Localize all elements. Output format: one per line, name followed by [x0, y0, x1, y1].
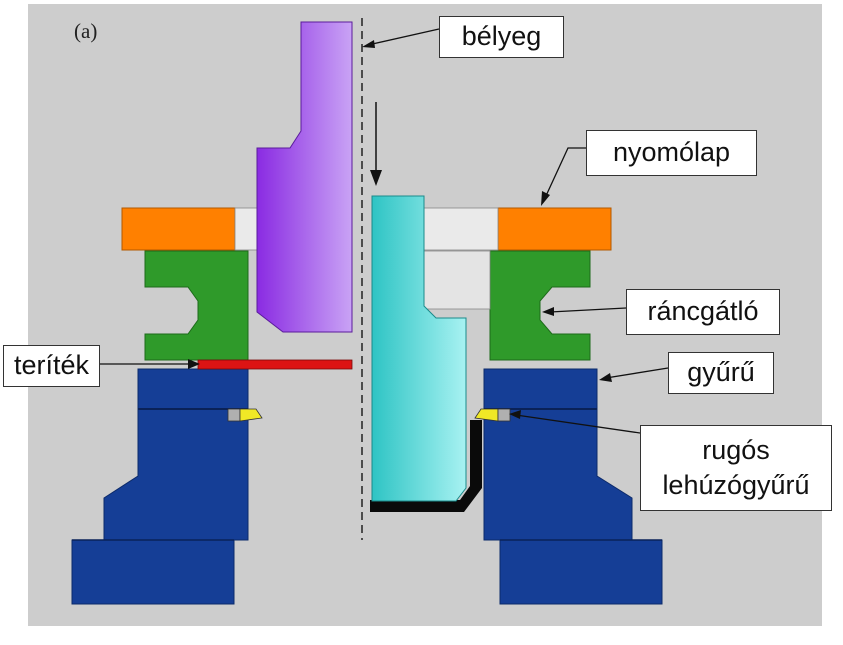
label-stripper-ring: rugós lehúzógyűrű — [640, 425, 832, 511]
left-die-ring — [71, 368, 249, 605]
arrowhead-punch — [362, 40, 375, 48]
leader-lines — [100, 28, 669, 434]
motion-arrow-head — [370, 170, 382, 186]
label-blank-holder: ráncgátló — [626, 289, 780, 335]
right-blank-holder — [489, 250, 591, 361]
left-pressure-plate — [121, 207, 236, 251]
right-gap-mid — [423, 250, 491, 310]
label-stripper-ring-line2: lehúzógyűrű — [662, 470, 810, 500]
leader-stripper-ring — [515, 414, 641, 434]
left-stripper-ring — [239, 408, 263, 422]
drawn-part-outline — [370, 420, 482, 512]
leader-arrowheads — [188, 40, 612, 419]
arrowhead-blank-holder — [542, 307, 554, 316]
leader-punch — [367, 28, 440, 46]
arrowhead-ring — [599, 373, 612, 382]
leader-ring — [605, 367, 669, 379]
panel-letter: (a) — [74, 19, 98, 43]
label-blank: teríték — [3, 345, 100, 387]
left-gap-upper — [234, 207, 258, 251]
label-punch: bélyeg — [439, 16, 564, 58]
arrowhead-pressure-plate — [541, 191, 550, 206]
arrowhead-stripper-ring — [509, 410, 521, 419]
punch — [256, 21, 353, 333]
arrowhead-blank — [188, 359, 200, 369]
drawn-part — [371, 195, 467, 502]
leader-blank-holder — [549, 307, 627, 313]
right-pressure-plate — [497, 207, 612, 251]
left-stripper-ring-grey — [227, 408, 241, 422]
right-gap-upper — [423, 207, 499, 251]
left-blank-holder — [144, 250, 249, 361]
label-ring: gyűrű — [668, 352, 774, 394]
right-stripper-ring-grey — [497, 408, 511, 422]
leader-pressure-plate — [544, 147, 586, 199]
blank-sheet — [197, 359, 353, 370]
label-pressure-plate: nyomólap — [586, 130, 757, 176]
label-stripper-ring-line1: rugós — [702, 434, 770, 465]
